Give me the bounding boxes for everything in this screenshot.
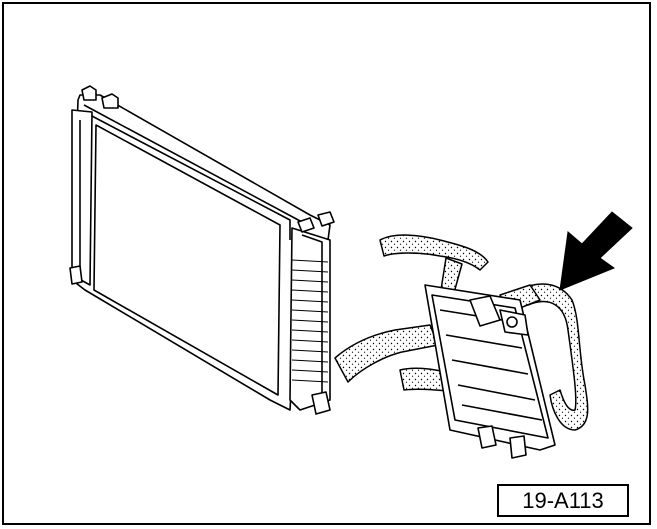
arrow-pointer-icon [559, 211, 633, 291]
figure-id-label: 19-A113 [497, 484, 629, 517]
radiator-fins [291, 259, 329, 383]
figure-frame [2, 2, 651, 525]
oil-cooler [424, 284, 556, 459]
main-radiator [69, 85, 335, 415]
